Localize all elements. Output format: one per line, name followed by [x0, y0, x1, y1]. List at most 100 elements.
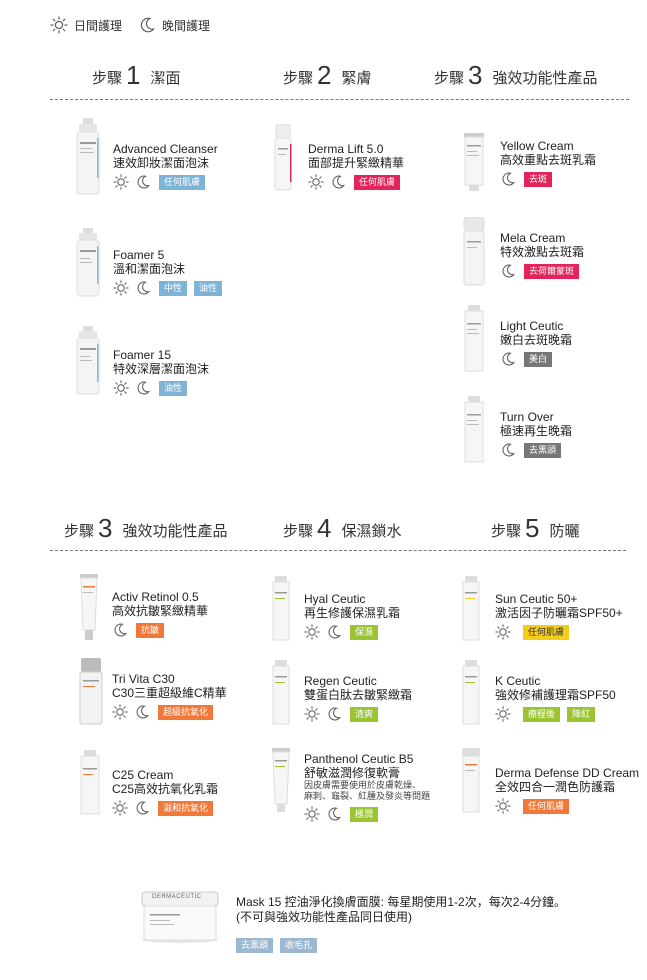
moon-icon: [330, 174, 346, 190]
jar-icon: [141, 891, 219, 943]
sun-icon: [112, 704, 128, 720]
sun-icon: [113, 280, 129, 296]
jar-brand-label: DERMACEUTIC: [152, 894, 202, 900]
moon-icon: [134, 704, 150, 720]
moon-icon: [326, 806, 342, 822]
product-desc: 高效重點去斑乳霜: [500, 153, 597, 167]
pump-bottle-icon: [76, 326, 100, 395]
product-desc: 雙蛋白肽去皺緊緻霜: [304, 688, 413, 702]
product-desc: 舒敏滋潤修復軟膏: [304, 766, 401, 780]
product-turn-over[interactable]: Turn Over 極速再生晚霜 去黑頭: [462, 396, 632, 468]
step-number: 3: [468, 60, 483, 90]
skin-tag: 保濕: [350, 624, 379, 640]
sun-icon: [495, 706, 511, 722]
product-advanced-cleanser[interactable]: Advanced Cleanser 速效卸妝潔面泡沫 任何肌膚: [75, 118, 275, 198]
legend-night: 晚間護理: [138, 16, 210, 34]
product-panthenol-ceutic[interactable]: Panthenol Ceutic B5 舒敏滋潤修復軟膏 因皮膚需要使用於皮膚乾…: [270, 748, 460, 828]
product-k-ceutic[interactable]: K Ceutic 強效修補護理霜SPF50 療程後 降紅: [460, 660, 645, 728]
skin-tag: 任何肌膚: [354, 174, 401, 190]
step-number: 4: [317, 513, 332, 543]
product-name: Hyal Ceutic: [304, 592, 366, 606]
step-prefix: 步驟: [283, 70, 314, 87]
skin-tag: 去黑頭: [236, 937, 274, 953]
section-divider-bottom: [50, 550, 626, 551]
step-1-heading: 步驟 1 潔面: [92, 62, 181, 88]
product-name: Derma Lift 5.0: [308, 142, 384, 156]
product-foamer-5[interactable]: Foamer 5 溫和潔面泡沫 中性 油性: [75, 228, 275, 300]
mask-usage: Mask 15 控油淨化換膚面膜: 每星期使用1-2次，每次2-4分鐘。: [236, 895, 567, 909]
product-desc: C30三重超級維C精華: [112, 686, 227, 700]
product-name: Light Ceutic: [500, 319, 564, 333]
skin-tag: 抗皺: [136, 622, 165, 638]
product-name: Regen Ceutic: [304, 674, 377, 688]
step-title: 強效功能性產品: [492, 70, 598, 87]
step-number: 3: [98, 513, 113, 543]
sun-icon: [113, 174, 129, 190]
step-title: 緊膚: [341, 70, 372, 87]
step-title: 強效功能性產品: [122, 523, 228, 540]
product-light-ceutic[interactable]: Light Ceutic 嫩白去斑晚霜 美白: [462, 305, 632, 377]
step-prefix: 步驟: [283, 523, 314, 540]
skin-tag: 中性: [159, 280, 188, 296]
tube-icon: [462, 748, 480, 813]
product-desc: 面部提升緊緻精華: [308, 156, 405, 170]
tube-icon: [462, 660, 480, 725]
product-foamer-15[interactable]: Foamer 15 特效深層潔面泡沫 油性: [75, 326, 275, 398]
product-desc: 高效抗皺緊緻精華: [112, 604, 209, 618]
step-title: 潔面: [150, 70, 181, 87]
product-activ-retinol[interactable]: Activ Retinol 0.5 高效抗皺緊緻精華 抗皺: [78, 574, 268, 642]
legend-night-label: 晚間護理: [162, 18, 211, 33]
section-divider-top: [50, 99, 629, 100]
product-hyal-ceutic[interactable]: Hyal Ceutic 再生修護保濕乳霜 保濕: [270, 576, 460, 644]
mask-warning: (不可與強效功能性產品同日使用): [236, 910, 412, 924]
skin-tag: 油性: [159, 380, 188, 396]
product-regen-ceutic[interactable]: Regen Ceutic 雙蛋白肽去皺緊緻霜 清爽: [270, 660, 460, 728]
sun-icon: [304, 624, 320, 640]
moon-icon: [500, 263, 516, 279]
product-yellow-cream[interactable]: Yellow Cream 高效重點去斑乳霜 去斑: [462, 133, 632, 193]
moon-icon: [112, 622, 128, 638]
product-sun-ceutic[interactable]: Sun Ceutic 50+ 激活因子防曬霜SPF50+ 任何肌膚: [460, 576, 645, 644]
product-name: Turn Over: [500, 410, 554, 424]
product-mela-cream[interactable]: Mela Cream 特效激點去斑霜 去荷爾蒙斑: [462, 217, 632, 289]
moon-icon: [326, 706, 342, 722]
skin-tag: 收毛孔: [280, 937, 318, 953]
skin-tag: 去荷爾蒙斑: [524, 263, 580, 279]
product-name: Sun Ceutic 50+: [495, 592, 578, 606]
skin-tag: 極潤: [350, 806, 379, 822]
pump-bottle-icon: [463, 217, 485, 286]
skin-tag: 去黑頭: [524, 442, 562, 458]
skin-tag: 降紅: [567, 706, 596, 722]
product-name: Foamer 5: [113, 248, 165, 262]
product-note: 麻刺、龜裂、紅腫及發炎等問題: [304, 791, 431, 801]
product-mask-15[interactable]: DERMACEUTIC: [140, 890, 230, 946]
product-note: 因皮膚需要使用於皮膚乾燥、: [304, 780, 422, 790]
product-tri-vita[interactable]: Tri Vita C30 C30三重超級維C精華 超級抗氧化: [78, 658, 268, 728]
product-name: Mela Cream: [500, 231, 566, 245]
product-derma-lift[interactable]: Derma Lift 5.0 面部提升緊緻精華 任何肌膚: [272, 124, 432, 194]
product-desc: 嫩白去斑晚霜: [500, 333, 573, 347]
step-number: 2: [317, 60, 332, 90]
step-prefix: 步驟: [434, 70, 465, 87]
sun-icon: [113, 380, 129, 396]
tube-icon: [272, 748, 290, 812]
skin-tag: 任何肌膚: [523, 624, 570, 640]
serum-bottle-icon: [79, 658, 103, 725]
moon-icon: [500, 351, 516, 367]
step-number: 5: [525, 513, 540, 543]
product-derma-defense[interactable]: Derma Defense DD Cream 全效四合一潤色防護霜 任何肌膚: [460, 748, 645, 816]
product-name: Tri Vita C30: [112, 672, 175, 686]
sun-icon: [495, 798, 511, 814]
moon-icon: [500, 171, 516, 187]
product-desc: 溫和潔面泡沫: [113, 262, 186, 276]
skin-tag: 任何肌膚: [523, 798, 570, 814]
product-c25-cream[interactable]: C25 Cream C25高效抗氧化乳霜 滋和抗氧化: [78, 750, 268, 818]
step-number: 1: [126, 60, 141, 90]
tube-icon: [464, 133, 484, 191]
tube-icon: [464, 396, 484, 463]
sun-icon: [50, 16, 68, 34]
moon-icon: [326, 624, 342, 640]
moon-icon: [134, 800, 150, 816]
step-3-heading-top: 步驟 3 強效功能性產品: [434, 62, 598, 88]
sun-icon: [308, 174, 324, 190]
